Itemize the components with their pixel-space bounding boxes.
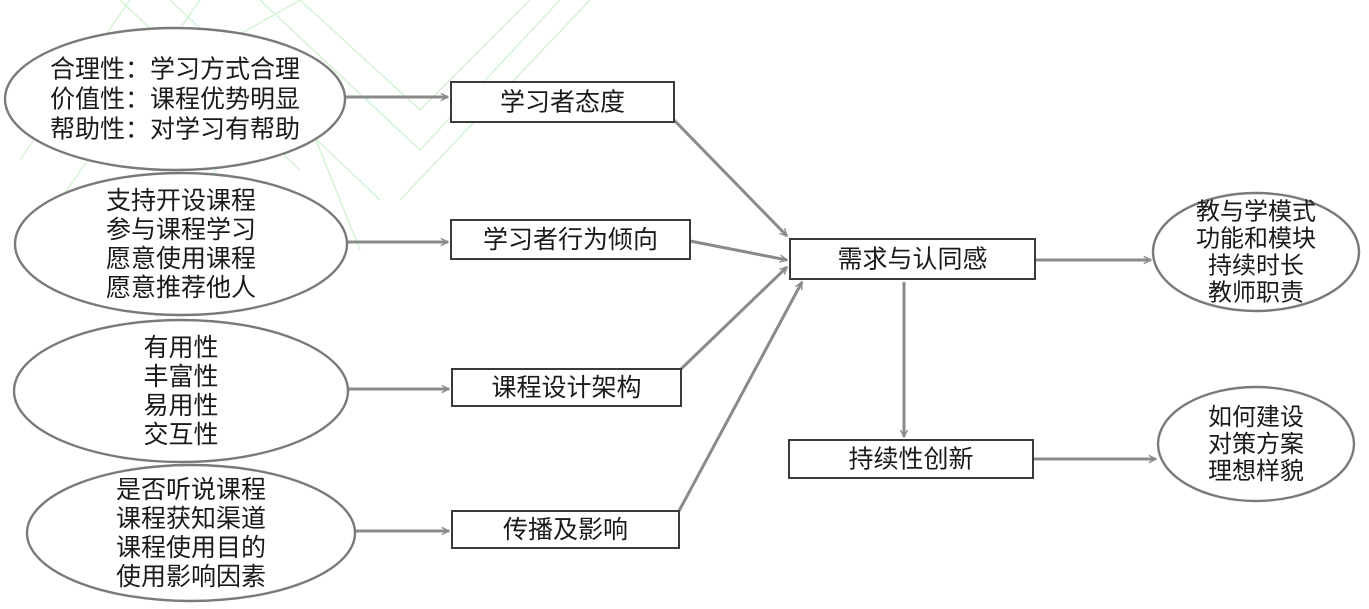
- ellipse-line: 教师职责: [1208, 279, 1304, 307]
- ellipse-line: 交互性: [143, 420, 218, 449]
- box-label: 学习者态度: [500, 88, 625, 117]
- box-shape: [451, 510, 680, 549]
- box-label: 课程设计架构: [491, 373, 641, 402]
- ellipse-shape: [25, 463, 357, 603]
- arrow-behavior-to-core: [689, 239, 787, 260]
- ellipse-line: 使用影响因素: [116, 562, 266, 591]
- ellipse-shape: [13, 171, 349, 317]
- box-label: 学习者行为倾向: [483, 225, 658, 254]
- ellipse-shape: [1151, 191, 1361, 313]
- ellipse-line: 对策方案: [1208, 430, 1304, 458]
- ellipse-line: 功能和模块: [1196, 225, 1316, 253]
- ellipse-line: 合理性：学习方式合理: [50, 55, 300, 84]
- box-label: 传播及影响: [503, 515, 628, 544]
- arrow-design-to-core: [679, 265, 787, 371]
- ellipse-line: 愿意使用课程: [106, 244, 256, 273]
- box-shape: [788, 439, 1034, 479]
- box-label: 持续性创新: [848, 445, 973, 474]
- arrow-attitude-to-core: [672, 118, 789, 236]
- ellipse-shape: [3, 26, 347, 172]
- ellipse-line: 有用性: [143, 333, 218, 362]
- ellipse-line: 如何建设: [1208, 403, 1304, 431]
- box-node-behavior: 学习者行为倾向: [450, 219, 691, 260]
- ellipse-line: 参与课程学习: [106, 215, 256, 244]
- edges-layer: [346, 97, 1156, 531]
- box-label: 需求与认同感: [837, 245, 987, 274]
- ellipse-line: 愿意推荐他人: [106, 273, 256, 302]
- box-shape: [450, 81, 675, 123]
- ellipse-line: 课程使用目的: [116, 533, 266, 562]
- ellipse-line: 是否听说课程: [116, 475, 266, 504]
- arrow-spread-to-core: [677, 282, 804, 512]
- ellipse-shape: [1156, 385, 1356, 503]
- box-node-innovation: 持续性创新: [788, 439, 1034, 479]
- ellipse-line: 教与学模式: [1196, 198, 1316, 226]
- ellipse-line: 理想样貌: [1208, 457, 1304, 485]
- ellipse-shape: [12, 318, 350, 464]
- ellipse-line: 帮助性：对学习有帮助: [50, 115, 300, 144]
- box-shape: [789, 238, 1036, 280]
- box-node-attitude: 学习者态度: [450, 81, 675, 123]
- box-node-design: 课程设计架构: [451, 368, 682, 407]
- box-node-spread: 传播及影响: [451, 510, 680, 549]
- ellipse-line: 价值性：课程优势明显: [50, 85, 300, 114]
- ellipse-line: 课程获知渠道: [116, 504, 266, 533]
- box-shape: [450, 219, 691, 260]
- box-node-core: 需求与认同感: [789, 238, 1036, 280]
- ellipse-line: 丰富性: [143, 362, 218, 391]
- nodes-layer: 合理性：学习方式合理价值性：课程优势明显帮助性：对学习有帮助支持开设课程参与课程…: [3, 26, 1361, 603]
- box-shape: [451, 368, 682, 407]
- ellipse-line: 易用性: [143, 391, 218, 420]
- ellipse-line: 支持开设课程: [106, 186, 256, 215]
- ellipse-line: 持续时长: [1208, 252, 1304, 280]
